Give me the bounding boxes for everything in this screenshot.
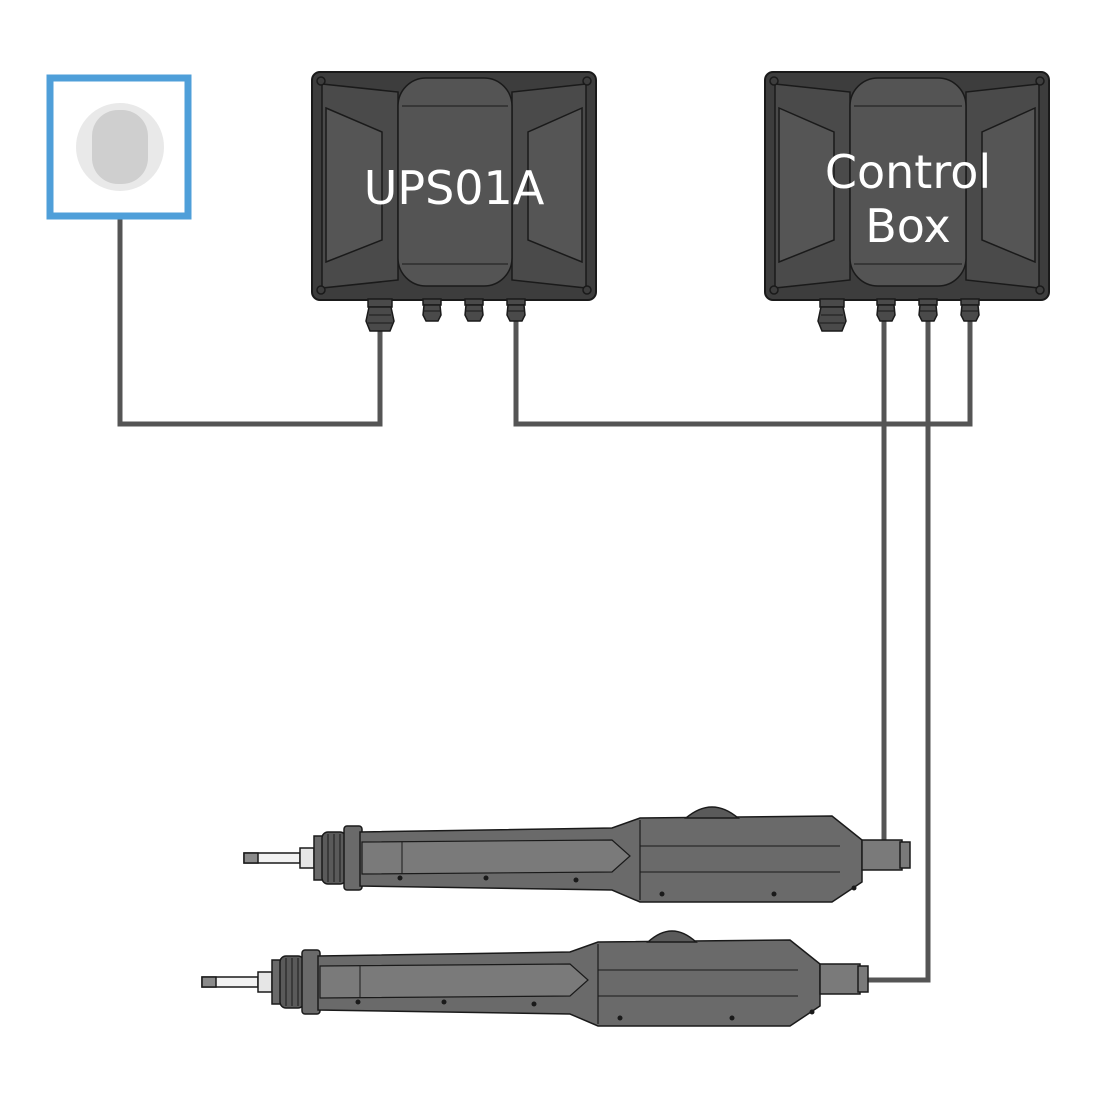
- wall-outlet-icon: [46, 74, 192, 220]
- electric-screwdriver-icon: [201, 930, 869, 1027]
- cable-control-box-to-tool-2: [868, 318, 931, 983]
- cable-ups-to-control-box: [513, 318, 973, 427]
- cables: [117, 186, 973, 983]
- ups-enclosure: UPS01A: [311, 71, 597, 332]
- control-box-label-line2: Box: [865, 199, 951, 253]
- ups-label: UPS01A: [364, 161, 545, 215]
- electric-screwdriver-icon: [243, 806, 911, 903]
- control-box-label-line1: Control: [825, 145, 991, 199]
- control-box-enclosure: Control Box: [764, 71, 1050, 332]
- cable-outlet-to-ups: [117, 186, 383, 427]
